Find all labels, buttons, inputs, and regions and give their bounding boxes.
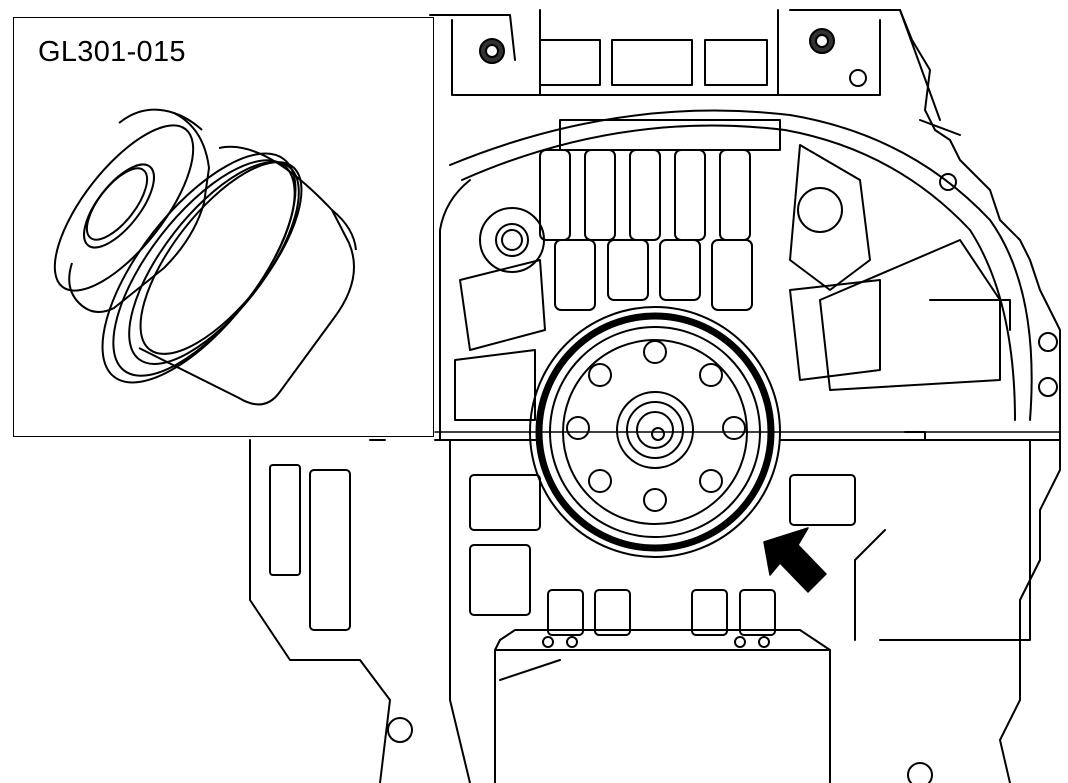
special-tool-inset: GL301-015 (13, 17, 434, 437)
bell-housing (439, 109, 1033, 441)
crankshaft-flange-bolts (566, 340, 746, 512)
right-housing-contour (899, 9, 1061, 783)
left-dowel-boss (479, 207, 545, 273)
special-tool-number: GL301-015 (38, 36, 186, 68)
crankshaft-rear-seal (529, 306, 781, 558)
left-sump-rail (249, 439, 413, 783)
seal-installer-tool-drawing (53, 108, 357, 406)
threaded-holes-top (479, 28, 1058, 397)
lower-right-details (904, 299, 1011, 783)
crankshaft-pilot (616, 391, 694, 469)
lower-block (449, 439, 1031, 783)
seal-callout-arrow (763, 527, 827, 593)
upper-flange (429, 9, 941, 121)
block-ribs (454, 119, 1001, 421)
